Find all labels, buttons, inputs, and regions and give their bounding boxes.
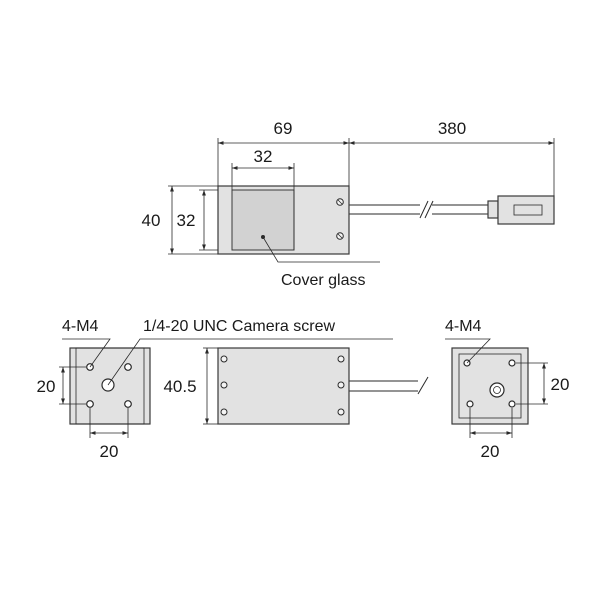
top-view: Cover glass 69 380 32 40 32 [142,119,555,289]
cover-glass-label: Cover glass [281,272,365,289]
m4-hole-icon [508,359,516,367]
m4-hole-icon [86,400,94,408]
cable-connector [487,195,555,225]
screw-icon [337,408,345,416]
screw-icon [220,408,228,416]
m4-hole-icon [124,363,132,371]
dim-back-hole-h: 20 [481,442,500,461]
m4-hole-icon [466,400,474,408]
back-mount-label: 4-M4 [445,318,482,335]
dim-side-outer: 40 [142,211,161,230]
front-mount-label: 4-M4 [62,318,99,335]
side-view: 40.5 [163,347,429,425]
screw-icon [337,355,345,363]
dim-side-inner: 32 [177,211,196,230]
dim-cable-length: 380 [438,119,466,138]
camera-screw-label: 1/4-20 UNC Camera screw [143,318,336,335]
dim-top-length: 69 [274,119,293,138]
dim-front-hole-h: 20 [100,442,119,461]
back-view: 4-M4 20 20 [445,318,569,461]
screw-icon [220,355,228,363]
side-housing [217,347,350,425]
m4-hole-icon [124,400,132,408]
dim-back-hole-v: 20 [551,375,570,394]
dim-front-hole-v: 20 [37,377,56,396]
screw-icon [337,381,345,389]
cover-glass-panel [231,189,295,251]
m4-hole-icon [508,400,516,408]
dim-side-height: 40.5 [163,377,196,396]
top-cable [349,200,488,220]
screw-icon [220,381,228,389]
front-view: 4-M4 1/4-20 UNC Camera screw 20 20 [37,318,393,461]
back-housing [451,347,529,425]
cable-gland-icon [489,382,505,398]
dim-glass-width: 32 [254,147,273,166]
